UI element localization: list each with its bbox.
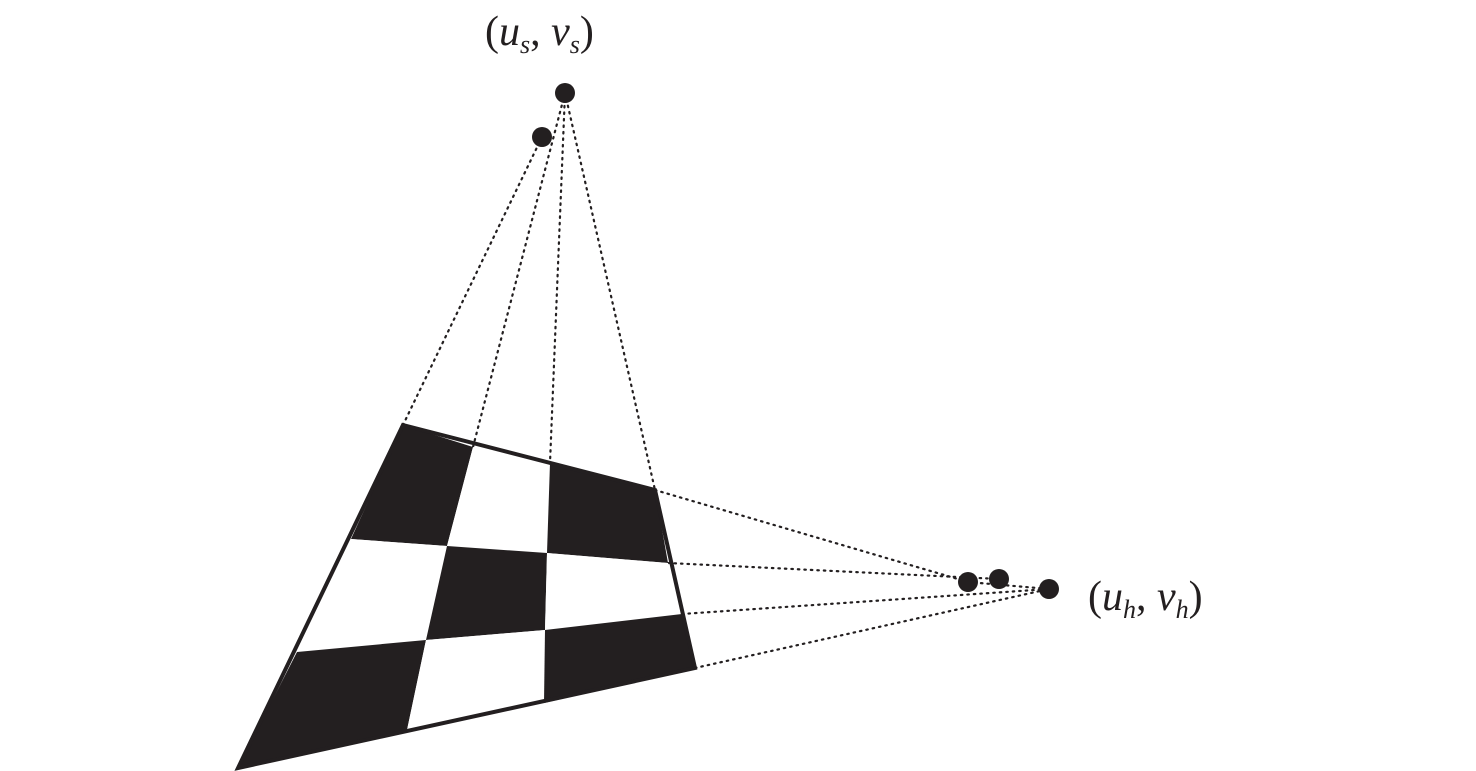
paren-open: ( <box>485 9 499 55</box>
u-symbol: u <box>499 9 520 55</box>
separator: , <box>1136 574 1157 620</box>
checker-square-white <box>447 447 550 553</box>
projection-line <box>666 561 1001 581</box>
projection-line <box>471 91 567 449</box>
u-symbol: u <box>1102 574 1123 620</box>
projection-line <box>563 91 657 492</box>
projection-line <box>401 135 544 427</box>
checker-square-black <box>351 425 473 546</box>
vanishing-point-vertical-estimate <box>532 127 552 147</box>
paren-open: ( <box>1088 574 1102 620</box>
checker-square-white <box>297 539 447 652</box>
checker-square-black <box>547 463 668 563</box>
checkerboard <box>234 422 698 771</box>
vertical-vanishing-point-label: (us, vs) <box>485 8 594 59</box>
u-subscript: h <box>1123 595 1136 624</box>
vanishing-points <box>532 83 1059 599</box>
separator: , <box>530 9 552 55</box>
checker-square-black <box>426 546 547 640</box>
horizontal-projection-lines <box>653 488 1051 670</box>
vanishing-point-horizontal <box>1039 579 1059 599</box>
projection-line <box>680 587 1051 616</box>
vanishing-point-horizontal-estimate <box>958 572 978 592</box>
projection-line <box>548 91 567 465</box>
vertical-projection-lines <box>401 91 657 492</box>
v-subscript: s <box>569 30 580 59</box>
v-symbol: v <box>551 9 570 55</box>
v-subscript: h <box>1175 595 1189 624</box>
vanishing-point-horizontal-estimate <box>989 569 1009 589</box>
projection-line <box>653 488 970 584</box>
checker-square-black <box>544 614 695 703</box>
paren-close: ) <box>1188 574 1203 620</box>
projection-line <box>693 587 1051 670</box>
paren-close: ) <box>579 9 594 55</box>
vanishing-point-vertical <box>555 83 575 103</box>
checkerboard-border <box>234 422 698 771</box>
v-symbol: v <box>1157 574 1176 620</box>
projection-line <box>966 580 1051 591</box>
horizontal-vanishing-point-label: (uh, vh) <box>1088 573 1203 624</box>
u-subscript: s <box>520 30 531 59</box>
checker-square-white <box>545 553 682 630</box>
checker-square-white <box>407 630 545 730</box>
